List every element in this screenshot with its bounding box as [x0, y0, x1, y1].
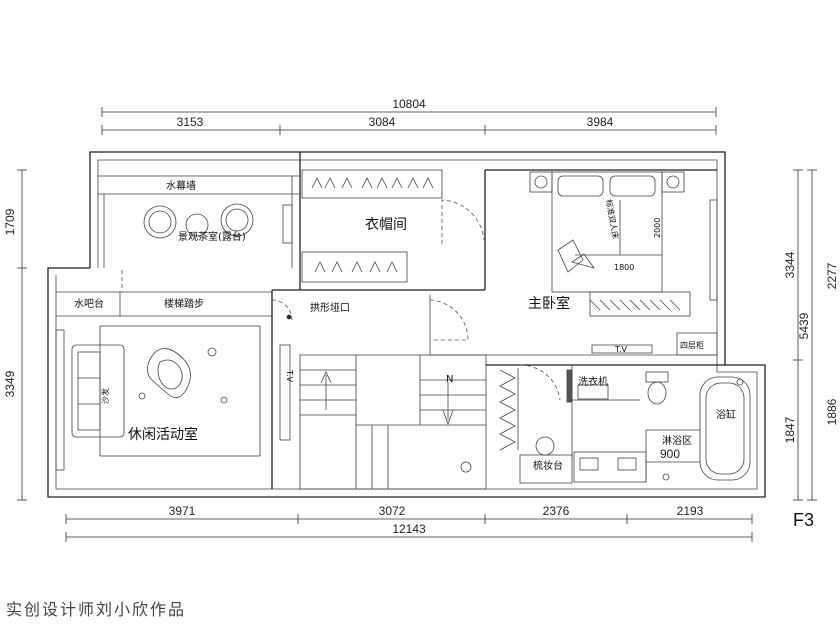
- label-master-bedroom: 主卧室: [528, 295, 570, 312]
- label-arch-entry: 拱形垭口: [310, 301, 350, 314]
- label-stair-step: 楼梯踏步: [164, 297, 204, 310]
- left-dimensions: 1709 3349: [3, 169, 27, 501]
- label-leisure-room: 休闲活动室: [128, 426, 198, 443]
- label-bathtub: 浴缸: [716, 408, 736, 421]
- outer-walls: [47, 151, 766, 498]
- tv-label-leisure: T.V: [285, 369, 294, 382]
- dim-top-1: 3153: [177, 115, 204, 129]
- leisure-room: T.V 沙发 休闲活动室 拱形垭口: [55, 289, 350, 489]
- label-double-bed: 标准双人床: [604, 199, 621, 240]
- dim-bottom-1: 3971: [169, 504, 196, 518]
- toilet: [645, 371, 669, 405]
- label-water-bar: 水吧台: [74, 297, 104, 310]
- dim-left-1: 1709: [3, 208, 17, 235]
- bathtub: [699, 376, 751, 481]
- label-tea-room: 景观茶室(露台): [178, 230, 246, 243]
- label-wardrobe: 衣帽间: [365, 217, 407, 233]
- dim-right-1: 3344: [783, 251, 797, 278]
- bathroom: 洗衣机 梳妆台 淋浴区 900 浴缸: [486, 364, 751, 484]
- wardrobe-room: 衣帽间: [299, 152, 486, 291]
- dim-top-2: 3084: [369, 115, 396, 129]
- dim-bottom-4: 2193: [677, 504, 704, 518]
- staircase: N: [299, 354, 487, 490]
- label-shower: 淋浴区: [662, 434, 692, 447]
- closet-hangers: [499, 368, 519, 451]
- top-dimensions: 10804 3153 3084 3984: [101, 97, 717, 135]
- dim-top-3: 3984: [587, 115, 614, 129]
- hangers-bottom: [314, 261, 398, 273]
- water-bar-row: 水吧台 楼梯踏步: [56, 270, 272, 317]
- dim-far-right-1: 2277: [825, 262, 839, 289]
- designer-credit: 实创设计师刘小欣作品: [6, 600, 187, 619]
- tea-room-area: 水幕墙 景观茶室(露台): [98, 175, 300, 268]
- right-dimensions: 3344 1847 5439 2277 1886: [783, 169, 839, 501]
- level-label: F3: [793, 510, 814, 530]
- sofa: 沙发: [71, 344, 125, 438]
- shower-width: 900: [660, 447, 680, 461]
- tea-table: [143, 203, 254, 239]
- hangers-top: [311, 177, 434, 189]
- dim-bottom-2: 3072: [379, 504, 406, 518]
- label-laundry: 洗衣机: [578, 375, 608, 388]
- tv-label-bedroom: T.V: [614, 345, 627, 354]
- dim-bottom-total: 12143: [392, 522, 426, 536]
- label-cabinet: 四层柜: [680, 340, 704, 350]
- label-sofa: 沙发: [100, 388, 110, 404]
- double-bed: 标准双人床 2000 1800: [529, 171, 685, 293]
- master-bedroom: 标准双人床 2000 1800 主卧室 T.V 四层柜: [429, 169, 718, 356]
- dim-bottom-3: 2376: [543, 504, 570, 518]
- dim-right-3: 1847: [783, 416, 797, 443]
- bed-width: 1800: [614, 263, 634, 272]
- stair-north-label: N: [446, 374, 453, 385]
- label-water-curtain: 水幕墙: [166, 179, 196, 192]
- dim-top-total: 10804: [392, 97, 426, 111]
- bed-length: 2000: [653, 218, 662, 238]
- dim-left-2: 3349: [3, 370, 17, 397]
- bottom-dimensions: 3971 3072 2376 2193 12143: [65, 504, 753, 542]
- dim-right-2: 5439: [797, 312, 811, 339]
- dim-far-right-2: 1886: [825, 398, 839, 425]
- label-vanity: 梳妆台: [533, 459, 563, 472]
